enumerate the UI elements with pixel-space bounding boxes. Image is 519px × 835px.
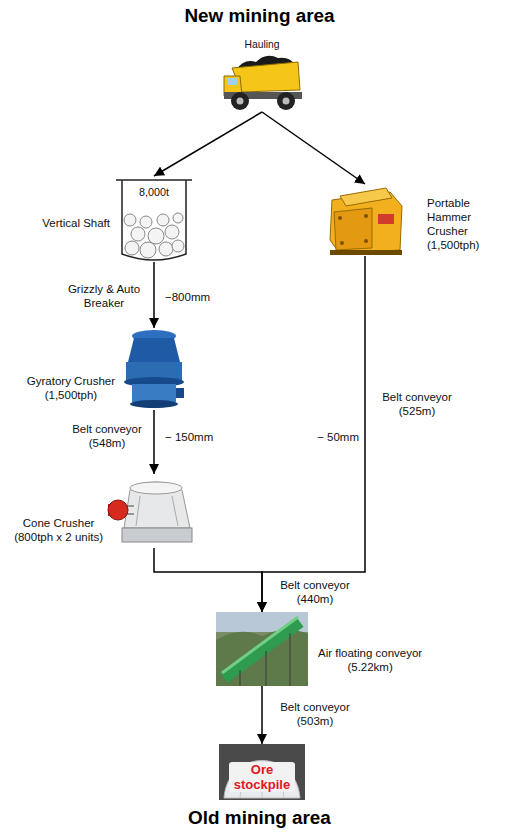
equipment-label: Vertical Shaft <box>42 216 110 230</box>
equipment-label: Gyratory Crusher <box>27 374 115 388</box>
conveyor-arrow <box>154 112 262 176</box>
gyratory-crusher-picture-part <box>132 384 176 402</box>
conveyor-arrow <box>262 256 365 612</box>
hammer-crusher-picture-part <box>334 208 372 250</box>
cone-crusher-picture-part <box>126 514 134 515</box>
label-group: 8,000t <box>118 185 190 199</box>
cone-crusher-picture-part <box>108 500 128 520</box>
ore-stockpile: Ore stockpile <box>219 744 305 800</box>
vertical-shaft-picture-part <box>124 213 184 258</box>
edge-label: − 50mm <box>298 430 360 444</box>
air-conveyor-photo <box>216 612 308 686</box>
equipment-label: Hauling <box>221 38 303 52</box>
cone-crusher-picture-part <box>130 482 182 494</box>
hammer-crusher-picture-part <box>378 214 394 224</box>
equipment-detail: (1,500tph) <box>27 388 115 402</box>
gyratory-crusher-picture-part <box>130 400 178 408</box>
cone-crusher-picture-part <box>124 482 190 528</box>
conveyor-note: Belt conveyor (440m) <box>272 578 358 606</box>
vertical-shaft-picture-part <box>116 179 192 181</box>
air-floating-conveyor: Air floating conveyor(5.22km) <box>216 612 308 686</box>
vertical-shaft-picture-part-part <box>165 225 179 239</box>
air-conveyor-photo-part <box>266 651 267 686</box>
dump-truck-picture <box>224 56 302 110</box>
hammer-crusher-picture-part <box>340 188 392 206</box>
vertical-shaft-picture-part-part <box>157 214 169 226</box>
vertical-shaft-picture <box>116 180 192 260</box>
conveyor-note: Belt conveyor (548m) <box>66 422 148 450</box>
vertical-shaft-picture-part-part <box>148 228 164 244</box>
hammer-crusher: Portable Hammer Crusher(1,500tph) <box>325 184 405 256</box>
air-conveyor-photo-part <box>224 622 300 678</box>
edge-label: −800mm <box>164 290 211 304</box>
equipment-label: Cone Crusher <box>14 516 103 530</box>
air-conveyor-photo-part <box>240 670 241 686</box>
vertical-shaft: Vertical Shaft8,000t <box>118 176 190 262</box>
conveyor-arrow <box>153 410 155 474</box>
label-group: Air floating conveyor(5.22km) <box>318 646 422 674</box>
equipment-label: Air floating conveyor <box>318 646 422 660</box>
edge-label: − 150mm <box>164 430 214 444</box>
label-group: Ore stockpile <box>219 762 305 792</box>
label-group: Cone Crusher(800tph x 2 units) <box>14 516 103 544</box>
gyratory-crusher-picture-part <box>176 388 184 398</box>
diagram-caption: Old mining area <box>0 806 519 830</box>
label-group: Portable Hammer Crusher(1,500tph) <box>427 196 513 252</box>
dump-truck-picture-part <box>277 92 295 110</box>
air-conveyor-photo-part <box>216 612 308 686</box>
edge-label: Belt conveyor (503m) <box>272 700 358 728</box>
vertical-shaft-picture-part-part <box>173 213 183 223</box>
hammer-crusher-picture-part <box>340 241 344 245</box>
hammer-crusher-picture <box>330 188 402 255</box>
equipment-detail: (800tph x 2 units) <box>14 530 103 544</box>
gyratory-crusher-picture <box>124 330 184 408</box>
label-group: Gyratory Crusher(1,500tph) <box>27 374 115 402</box>
conveyor-arrow <box>262 112 365 184</box>
equipment-detail: (1,500tph) <box>427 238 513 252</box>
gyratory-crusher-picture-part <box>128 338 180 362</box>
equipment-label: Portable Hammer Crusher <box>427 196 513 238</box>
dump-truck-picture-part <box>283 98 290 105</box>
haul-truck: Hauling <box>221 38 303 112</box>
dump-truck-picture-part <box>237 98 244 105</box>
dump-truck-picture-part <box>227 78 237 85</box>
cone-crusher-picture-part <box>122 528 192 542</box>
vertical-shaft-picture-part-part <box>159 242 173 256</box>
gyratory-crusher: Gyratory Crusher(1,500tph) <box>123 328 185 410</box>
conveyor-note: Belt conveyor (525m) <box>374 390 460 418</box>
vertical-shaft-picture-part-part <box>125 241 139 255</box>
ore-stockpile-photo <box>219 744 305 800</box>
label-group: Hauling <box>221 38 303 52</box>
hammer-crusher-picture-part <box>338 216 342 220</box>
air-conveyor-photo-part <box>222 617 298 673</box>
vertical-shaft-picture-part-part <box>124 214 136 226</box>
conveyor-arrow <box>153 262 155 328</box>
dump-truck-picture-part <box>231 92 249 110</box>
hammer-crusher-picture-part <box>330 250 402 255</box>
hammer-crusher-picture-part <box>364 239 368 243</box>
equipment-detail: (5.22km) <box>318 660 422 674</box>
cone-crusher-picture <box>108 482 192 542</box>
hammer-crusher-picture-part <box>364 214 368 218</box>
vertical-shaft-picture-part-part <box>131 227 145 241</box>
cone-crusher-picture-part <box>136 496 140 526</box>
equipment-label: Ore stockpile <box>229 762 295 792</box>
label-group: Vertical Shaft <box>42 216 110 230</box>
ore-stockpile-photo-part <box>219 744 305 800</box>
vertical-shaft-picture-part-part <box>140 216 152 228</box>
conveyor-arrow <box>154 548 262 612</box>
cone-crusher-picture-part <box>172 496 178 526</box>
diagram-title: New mining area <box>0 4 519 28</box>
equipment-detail: 8,000t <box>118 185 190 199</box>
vertical-shaft-picture-part-part <box>140 242 156 258</box>
conveyor-arrow <box>261 686 263 744</box>
conveyor-note: Grizzly & Auto Breaker <box>62 282 146 310</box>
cone-crusher-picture-part <box>126 506 134 507</box>
cone-crusher: Cone Crusher(800tph x 2 units) <box>107 474 201 548</box>
vertical-shaft-picture-part-part <box>172 240 184 252</box>
air-conveyor-photo-part <box>290 633 291 686</box>
ore-stockpile-photo-part <box>224 761 300 799</box>
dump-truck-picture-part <box>232 62 300 92</box>
